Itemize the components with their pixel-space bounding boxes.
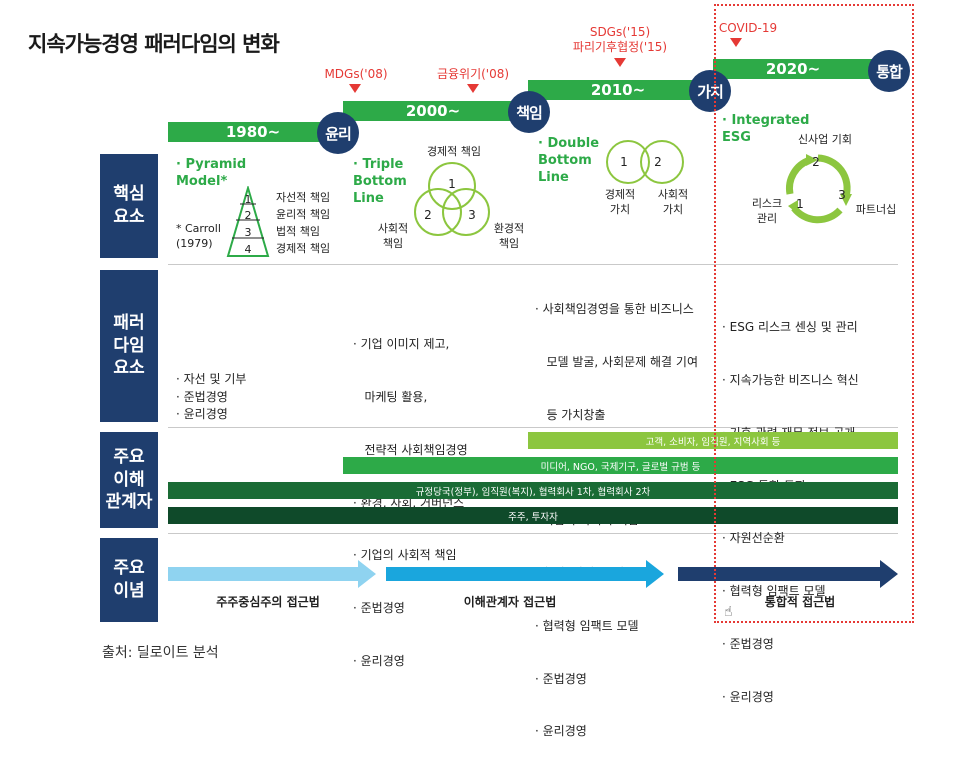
- esg-num-1: 1: [796, 197, 804, 211]
- paradigm-item: · 협력형 임팩트 모델: [722, 584, 826, 599]
- paradigm-item: · 윤리경영: [176, 407, 228, 422]
- paradigm-item: · ESG 리스크 센싱 및 관리: [722, 320, 858, 335]
- paradigm-list-1980: · 자선 및 기부 · 준법경영 · 윤리경영: [176, 371, 246, 424]
- paradigm-item: 모델 발굴, 사회문제 해결 기여: [535, 354, 698, 369]
- paradigm-item: 마케팅 활용,: [353, 389, 428, 404]
- era-bar-2000: 2000~: [343, 101, 523, 121]
- paradigm-item: · 자선 및 기부: [176, 372, 247, 386]
- paradigm-item: · 준법경영: [722, 636, 774, 651]
- stakeholder-bar-customers: 고객, 소비자, 임직원, 지역사회 등: [528, 432, 898, 449]
- row-label-stakeholders: 주요 이해 관계자: [100, 432, 158, 528]
- tbl-circle-2: 2: [424, 208, 432, 222]
- paradigm-item: · 협력형 임팩트 모델: [535, 618, 639, 633]
- pyramid-item: 법적 책임: [276, 225, 320, 238]
- paradigm-item: · 윤리경영: [535, 724, 587, 739]
- highlight-2020-box: [714, 4, 914, 623]
- ideology-arrows: [168, 560, 898, 588]
- paradigm-item: · 준법경영: [535, 671, 587, 686]
- paradigm-item: · 사회책임경영을 통한 비즈니스: [535, 302, 694, 317]
- row-label-ideology: 주요 이념: [100, 538, 158, 622]
- hand-cursor-icon: ☝: [724, 604, 733, 620]
- stage-value: 가치: [689, 70, 731, 112]
- dbl-circle-2: 2: [654, 155, 662, 169]
- tbl-environmental: 환경적 책임: [493, 222, 525, 250]
- esg-risk: 리스크 관리: [751, 197, 783, 225]
- era-bar-1980: 1980~: [168, 122, 338, 142]
- paradigm-item: · 지속가능한 비즈니스 혁신: [722, 372, 859, 387]
- esg-new-business: 신사업 기회: [797, 133, 853, 146]
- paradigm-list-2000: · 기업 이미지 제고, 마케팅 활용, 전략적 사회책임경영 · 환경, 사회…: [353, 301, 468, 688]
- pyramid-item: 윤리적 책임: [276, 208, 331, 221]
- pyramid-level-3: 3: [244, 226, 252, 239]
- event-sdgs: SDGs('15): [589, 25, 651, 39]
- ideology-stakeholder: 이해관계자 접근법: [463, 595, 557, 609]
- dbl-venn-diagram: [606, 140, 684, 184]
- row-label-paradigm: 패러 다임 요소: [100, 270, 158, 422]
- pyramid-diagram: [226, 186, 270, 257]
- tbl-circle-1: 1: [448, 177, 456, 191]
- dbl-circle-1: 1: [620, 155, 628, 169]
- ideology-shareholder: 주주중심주의 접근법: [216, 595, 320, 609]
- pyramid-item: 경제적 책임: [276, 242, 331, 255]
- pyramid-item: 자선적 책임: [276, 191, 331, 204]
- event-crisis-marker: [467, 84, 479, 93]
- paradigm-item: 전략적 사회책임경영: [353, 442, 468, 457]
- pyramid-model-label: · Pyramid Model*: [176, 157, 247, 189]
- dbl-economic: 경제적 가치: [604, 188, 636, 216]
- pyramid-level-2: 2: [244, 209, 252, 222]
- esg-cycle-diagram: [786, 154, 852, 224]
- paradigm-item: · 기업 이미지 제고,: [353, 337, 450, 352]
- event-covid-marker: [730, 38, 742, 47]
- row-divider: [168, 533, 898, 534]
- event-covid: COVID-19: [718, 21, 778, 35]
- event-sdgs-marker: [614, 58, 626, 67]
- esg-num-2: 2: [812, 155, 820, 169]
- era-bar-2020: 2020~: [713, 59, 873, 79]
- event-mdgs: MDGs('08): [324, 67, 388, 81]
- paradigm-item: · 윤리경영: [722, 689, 774, 704]
- esg-num-3: 3: [838, 188, 846, 202]
- row-label-core: 핵심 요소: [100, 154, 158, 258]
- event-financial-crisis: 금융위기('08): [436, 67, 510, 81]
- row-divider: [168, 427, 898, 428]
- esg-partnership: 파트너십: [855, 203, 897, 216]
- ideology-integrated: 통합적 접근법: [764, 595, 836, 609]
- paradigm-item: · 준법경영: [353, 601, 405, 616]
- stage-responsibility: 책임: [508, 91, 550, 133]
- stakeholder-bar-media: 미디어, NGO, 국제기구, 글로벌 규범 등: [343, 457, 898, 474]
- stage-integration: 통합: [868, 50, 910, 92]
- source-note: 출처: 딜로이트 분석: [102, 645, 219, 661]
- pyramid-level-4: 4: [244, 243, 252, 256]
- tbl-label: · Triple Bottom Line: [353, 157, 407, 206]
- paradigm-item: · 환경, 사회, 거버넌스: [353, 495, 465, 510]
- tbl-economic: 경제적 책임: [426, 145, 482, 158]
- row-divider: [168, 264, 898, 265]
- tbl-social: 사회적 책임: [377, 222, 409, 250]
- paradigm-item: · 윤리경영: [353, 653, 405, 668]
- tbl-circle-3: 3: [468, 208, 476, 222]
- tbl-venn-diagram: [414, 162, 490, 236]
- paradigm-item: · 기업의 사회적 책임: [353, 548, 457, 563]
- event-paris: 파리기후협정('15): [572, 40, 668, 54]
- era-bar-2010: 2010~: [528, 80, 708, 100]
- pyramid-level-1: 1: [244, 193, 252, 206]
- paradigm-item: 등 가치창출: [535, 407, 606, 422]
- stage-ethics: 윤리: [317, 112, 359, 154]
- page-title: 지속가능경영 패러다임의 변화: [28, 32, 280, 56]
- event-mdgs-marker: [349, 84, 361, 93]
- dbl-label: · Double Bottom Line: [538, 136, 600, 185]
- integrated-esg-label: · Integrated ESG: [722, 113, 810, 145]
- dbl-social: 사회적 가치: [657, 188, 689, 216]
- paradigm-item: · 준법경영: [176, 389, 228, 404]
- paradigm-item: · 자원선순환: [722, 531, 785, 546]
- carroll-citation: * Carroll (1979): [176, 222, 221, 250]
